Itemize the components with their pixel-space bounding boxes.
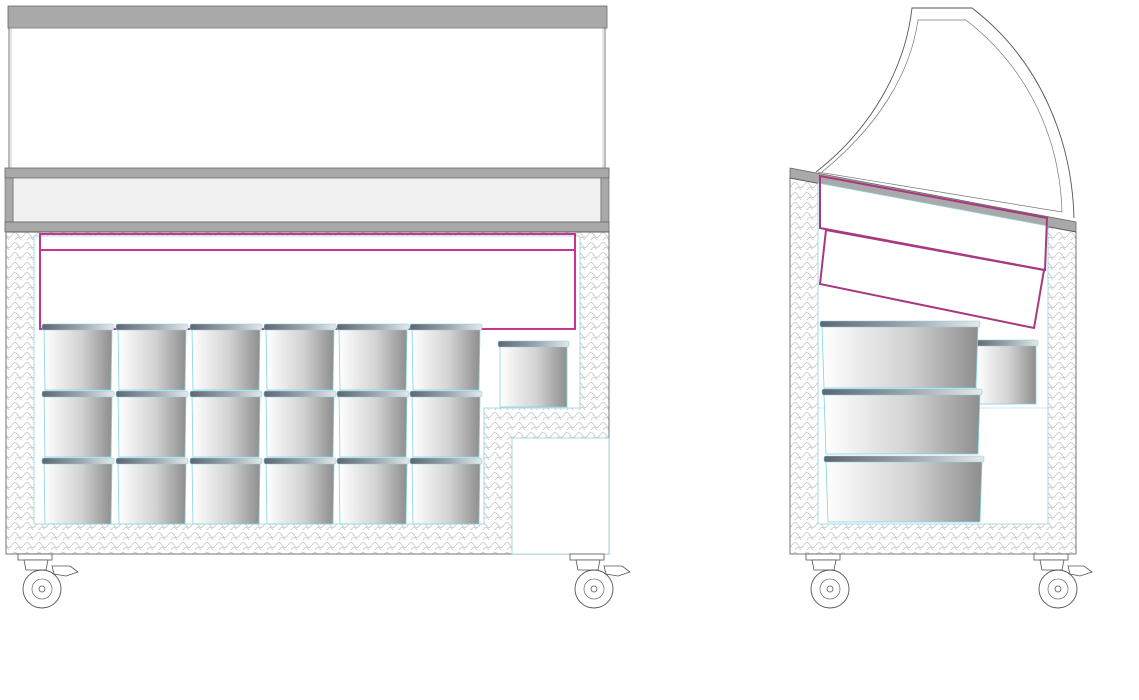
pan-r2-c2 — [115, 390, 189, 458]
pan-r2-c6 — [409, 390, 483, 458]
pan-r2-c5 — [336, 390, 410, 458]
pan-r1-c6 — [409, 323, 483, 391]
pan-r1-c5 — [336, 323, 410, 391]
side-elevation — [789, 7, 1093, 609]
pan-r3-c1 — [41, 457, 115, 525]
pan-r1-c2 — [115, 323, 189, 391]
pan-r2-c3 — [189, 390, 263, 458]
pan-r1-c3 — [189, 323, 263, 391]
side-pan-top — [819, 320, 981, 389]
small-pan — [497, 340, 570, 408]
curved-glass — [815, 7, 1075, 219]
counter-top — [4, 221, 610, 233]
pan-r3-c6 — [409, 457, 483, 525]
pan-r2-c1 — [41, 390, 115, 458]
top-canopy-bar — [7, 5, 608, 29]
side-caster-left — [805, 553, 850, 609]
pan-r3-c5 — [336, 457, 410, 525]
side-caster-right — [1033, 553, 1093, 609]
pan-r3-c2 — [115, 457, 189, 525]
side-pan-bottom — [823, 455, 985, 523]
pan-r2-c4 — [263, 390, 337, 458]
pan-r3-c4 — [263, 457, 337, 525]
pan-r1-c4 — [263, 323, 337, 391]
glass-panel — [12, 177, 602, 223]
side-trays — [818, 174, 1049, 330]
pan-r1-c1 — [41, 323, 115, 391]
pan-r3-c3 — [189, 457, 263, 525]
caster-right — [569, 553, 631, 609]
lower-canopy-bar — [4, 167, 610, 179]
side-pan-middle — [821, 388, 983, 455]
pan-grid — [41, 323, 483, 525]
glass-frame — [8, 27, 606, 171]
caster-left — [17, 553, 79, 609]
side-pan-back — [973, 339, 1039, 405]
front-elevation — [4, 5, 631, 609]
